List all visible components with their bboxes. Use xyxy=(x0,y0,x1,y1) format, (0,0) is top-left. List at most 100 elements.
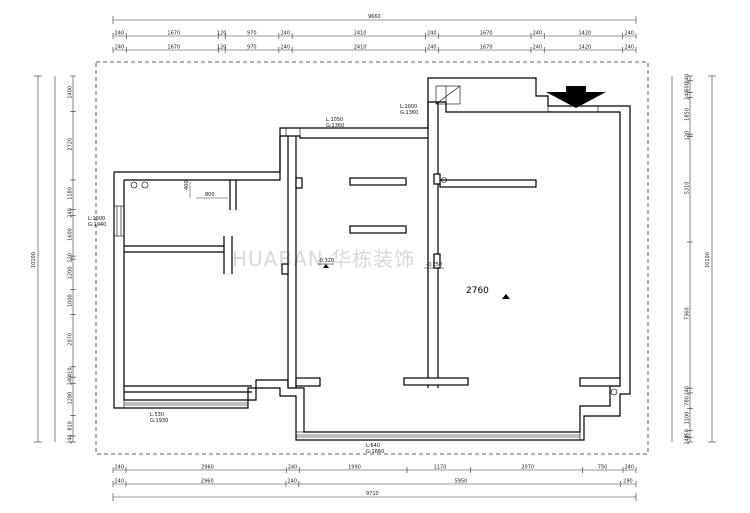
dim-label: 2960 xyxy=(201,479,214,485)
dim-label: 970 xyxy=(247,31,257,37)
window-left-bottom xyxy=(123,399,249,409)
window-left-g: G:1940 xyxy=(88,222,106,228)
dim-label: 1670 xyxy=(167,31,180,37)
dim-label: 120 xyxy=(68,253,74,263)
level-mid-mark xyxy=(323,264,329,268)
window-right-l: L:1000 xyxy=(400,104,417,110)
dim-label: 1850 xyxy=(685,108,691,121)
level-mid: -0.320 xyxy=(318,258,334,264)
pipe-circle-2 xyxy=(141,181,149,189)
drawing-boundary xyxy=(95,61,649,455)
dim-label: 240 xyxy=(280,31,290,37)
dim-label: 410 xyxy=(68,367,74,377)
dim-label: 240 xyxy=(624,31,634,37)
door-height-label: 400 xyxy=(184,180,190,190)
dim-label: 240 xyxy=(68,208,74,218)
bottom-dimension-chains xyxy=(112,469,637,501)
dim-label: 240 xyxy=(625,465,635,471)
dim-label: 240 xyxy=(685,386,691,396)
dim-label: 240 xyxy=(68,434,74,444)
dim-label: 5310 xyxy=(685,182,691,195)
pipe-circle-3 xyxy=(441,177,447,183)
dim-bottom-total: 9710 xyxy=(366,491,379,497)
dim-top-total: 9660 xyxy=(368,14,381,20)
dim-label: 240 xyxy=(533,31,543,37)
sill-left-g: G:1930 xyxy=(150,418,168,424)
dim-right-total: 10100 xyxy=(705,252,711,268)
sill-bottom-l: L:640 xyxy=(366,443,380,449)
dim-label: 240 xyxy=(685,74,691,84)
door-width-label: 800 xyxy=(205,192,215,198)
dim-label: 750 xyxy=(598,465,608,471)
dim-bottom-row2: 240 2960 240 5950 290 xyxy=(112,479,637,487)
dim-label: 1990 xyxy=(348,465,361,471)
dim-label: 1180 xyxy=(68,187,74,200)
pipe-circle-1 xyxy=(130,181,138,189)
window-mid xyxy=(285,127,301,137)
top-dimension-chains xyxy=(112,16,637,51)
window-top-right xyxy=(547,105,599,113)
dim-label: 240 xyxy=(685,435,691,445)
dim-label: 1200 xyxy=(68,267,74,280)
dim-label: 240 xyxy=(533,45,543,51)
dim-label: 2410 xyxy=(354,45,367,51)
sill-bottom-g: G:1660 xyxy=(366,449,384,455)
dim-label: 780 xyxy=(685,396,691,406)
pipe-circle-4 xyxy=(610,388,618,396)
dim-label: 240 xyxy=(624,45,634,51)
dim-label: 2070 xyxy=(521,465,534,471)
dim-label: 240 xyxy=(427,45,437,51)
dim-label: 240 xyxy=(427,31,437,37)
ceiling-height: 2760 xyxy=(466,286,489,296)
dim-label: 120 xyxy=(217,31,227,37)
dim-left-col: 1400272011802401600120120010002070410240… xyxy=(68,75,76,444)
dim-label: 1670 xyxy=(480,45,493,51)
dim-label: 240 xyxy=(68,376,74,386)
dim-label: 240 xyxy=(114,479,124,485)
entry-arrow-icon xyxy=(546,92,606,108)
window-left xyxy=(113,205,125,237)
dim-label: 1100 xyxy=(685,412,691,425)
fixtures xyxy=(130,85,618,396)
right-dimension-chains xyxy=(671,75,716,443)
windows xyxy=(113,105,599,441)
dim-label: 1670 xyxy=(167,45,180,51)
dim-label: 240 xyxy=(114,465,124,471)
door-dimension xyxy=(189,182,228,199)
shaft-box xyxy=(435,85,461,105)
dim-label: 1420 xyxy=(578,45,591,51)
dim-label: 1670 xyxy=(480,31,493,37)
dim-label: 240 xyxy=(685,91,691,101)
dim-label: 1600 xyxy=(68,228,74,241)
window-mid-l: L:1050 xyxy=(326,117,343,123)
sill-left-l: L:530 xyxy=(150,412,164,418)
dim-label: 240 xyxy=(115,45,125,51)
dim-label: 240 xyxy=(288,465,298,471)
window-right-g: G:1360 xyxy=(400,110,418,116)
dim-label: 1280 xyxy=(68,392,74,405)
dim-label: 350 xyxy=(685,429,691,439)
dim-label: 2720 xyxy=(68,138,74,151)
dim-label: 2960 xyxy=(201,465,214,471)
dim-label: 120 xyxy=(685,131,691,141)
dim-label: 290 xyxy=(623,479,633,485)
dim-label: 810 xyxy=(68,421,74,431)
dim-label: 120 xyxy=(217,45,227,51)
outer-wall xyxy=(113,77,631,441)
dim-label: 240 xyxy=(115,31,125,37)
ceiling-height-mark xyxy=(502,294,510,299)
dim-label: 1420 xyxy=(578,31,591,37)
dim-label: 1000 xyxy=(68,294,74,307)
dim-label: 2410 xyxy=(354,31,367,37)
window-bottom xyxy=(295,431,581,441)
entry-arrow-stem xyxy=(566,86,586,92)
dim-label: 240 xyxy=(287,479,297,485)
window-left-l: L:1000 xyxy=(88,216,105,222)
dim-label: 5950 xyxy=(455,479,468,485)
dim-label: 1400 xyxy=(68,86,74,99)
dim-label: 970 xyxy=(247,45,257,51)
dim-left-total: 10100 xyxy=(31,252,37,268)
